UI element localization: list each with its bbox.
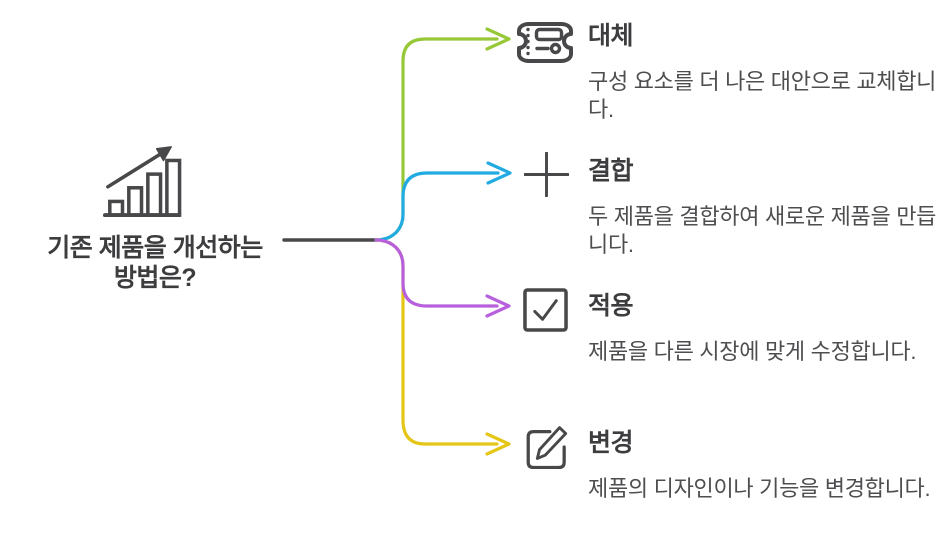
arrowhead-branch-4-icon bbox=[485, 432, 511, 456]
branch-node-combine[interactable]: 결합 두 제품을 결합하여 새로운 제품을 만듭니다. bbox=[516, 149, 940, 259]
center-title-line-2: 방법은? bbox=[113, 264, 197, 292]
connector-branch-2 bbox=[374, 171, 500, 242]
branch-description-adapt: 제품을 다른 시장에 맞게 수정합니다. bbox=[588, 339, 917, 364]
connector-branch-1 bbox=[374, 37, 499, 242]
branch-title-combine: 결합 bbox=[588, 157, 634, 185]
branch-description-modify: 제품의 디자인이나 기능을 변경합니다. bbox=[588, 476, 931, 501]
branch-node-modify[interactable]: 변경 제품의 디자인이나 기능을 변경합니다. bbox=[516, 421, 940, 503]
branch-title-adapt: 적용 bbox=[588, 292, 634, 320]
branch-node-adapt[interactable]: 적용 제품을 다른 시장에 맞게 수정합니다. bbox=[516, 286, 940, 366]
branch-description-combine: 두 제품을 결합하여 새로운 제품을 만듭니다. bbox=[588, 204, 937, 257]
arrowhead-branch-1-icon bbox=[485, 27, 511, 51]
connector-branch-3 bbox=[374, 238, 499, 308]
center-title-line-1: 기존 제품을 개선하는 bbox=[47, 234, 263, 262]
center-node[interactable]: 기존 제품을 개선하는 방법은? bbox=[0, 130, 312, 300]
branch-description-substitute: 구성 요소를 더 나은 대안으로 교체합니다. bbox=[588, 69, 937, 122]
pencil-edit-icon bbox=[522, 423, 568, 469]
arrowhead-branch-3-icon bbox=[485, 294, 511, 318]
branch-node-substitute[interactable]: 대체 구성 요소를 더 나은 대안으로 교체합니다. bbox=[516, 20, 940, 124]
connector-branch-4 bbox=[374, 238, 499, 446]
growth-chart-icon bbox=[101, 139, 183, 219]
arrowhead-branch-2-icon bbox=[486, 161, 512, 185]
branch-title-substitute: 대체 bbox=[588, 22, 634, 50]
checkbox-check-icon bbox=[523, 288, 568, 332]
center-node-title: 기존 제품을 개선하는 방법은? bbox=[2, 233, 308, 293]
branch-title-modify: 변경 bbox=[588, 429, 634, 457]
ticket-icon bbox=[516, 20, 574, 65]
plus-icon bbox=[524, 152, 569, 197]
